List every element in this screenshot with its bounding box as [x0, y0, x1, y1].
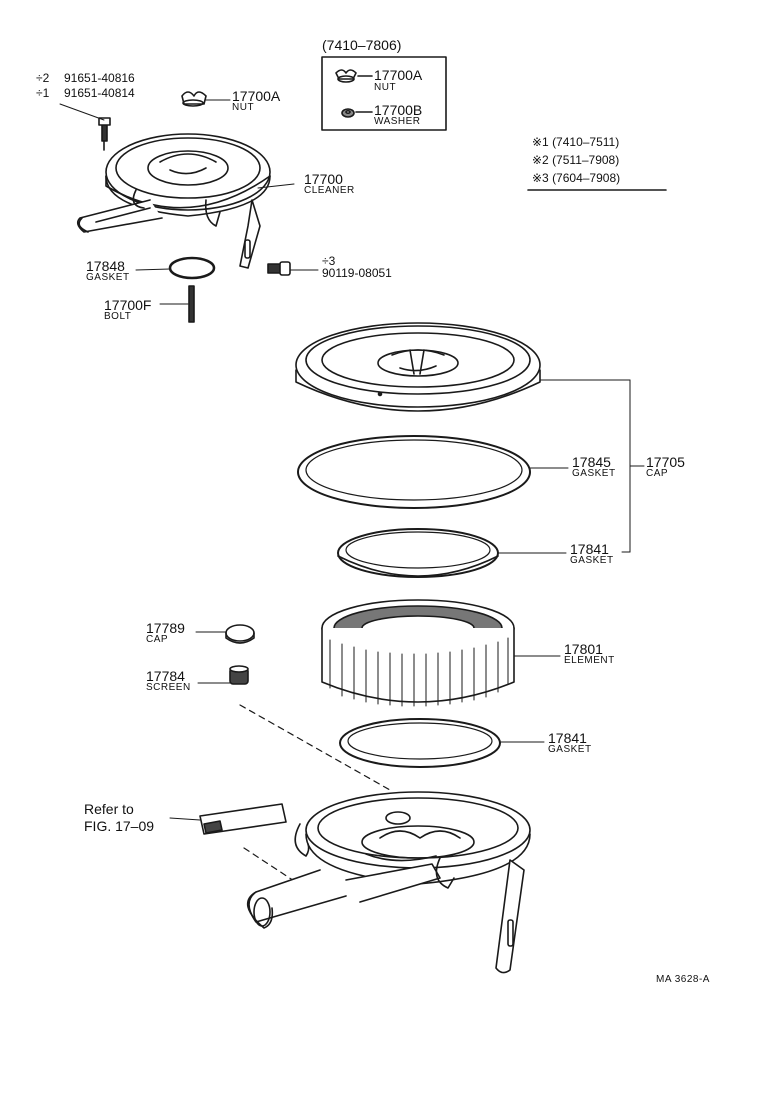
stud-bolt-icon [159, 285, 195, 323]
inset-nut-name: NUT [374, 82, 397, 93]
small-cap-name: CAP [146, 634, 169, 645]
screen-icon [197, 665, 249, 685]
gasket-17845-icon [297, 435, 569, 509]
bolt-name: BOLT [104, 311, 132, 322]
nut-part: 17700A [232, 88, 281, 104]
screen-part: 17784 [146, 668, 185, 684]
gasket-mid-name: GASKET [570, 555, 614, 566]
element-part: 17801 [564, 641, 603, 657]
small-cap-part: 17789 [146, 620, 185, 636]
gasket-17848-icon [135, 256, 216, 280]
gasket-17841-mid-icon [337, 528, 567, 578]
wing-nut-icon [181, 91, 231, 107]
bolt-code-2: 91651-40816 [64, 71, 135, 85]
header-range: (7410–7806) [322, 37, 402, 53]
gasket-low-part: 17841 [548, 730, 587, 746]
cleaner-part: 17700 [304, 171, 343, 187]
footnote-3: ※3 (7604–7908) [532, 171, 621, 185]
screw-icon [267, 261, 319, 276]
inset-washer-name: WASHER [374, 116, 421, 127]
cleaner-assembly-icon [59, 103, 295, 269]
gasket-mid-part: 17841 [570, 541, 609, 557]
housing-body-icon [246, 791, 531, 974]
diagram-code: MA 3628-A [656, 974, 710, 985]
footnote-1: ※1 (7410–7511) [532, 135, 620, 149]
gasket-top-part: 17848 [86, 258, 125, 274]
gasket-cap-part: 17845 [572, 454, 611, 470]
bolt-code-2-mark: ÷2 [36, 71, 50, 85]
refer-line-1: Refer to [84, 801, 134, 817]
refer-line-2: FIG. 17–09 [84, 818, 155, 834]
gasket-cap-name: GASKET [572, 468, 616, 479]
screw-code: 90119-08051 [322, 266, 392, 280]
wing-nut-inset-icon [335, 69, 357, 83]
inset-box [321, 56, 447, 131]
gasket-low-name: GASKET [548, 744, 592, 755]
washer-inset-icon [341, 108, 355, 118]
cap-lid-icon [295, 322, 541, 412]
small-cap-icon [195, 624, 255, 644]
nut-name: NUT [232, 102, 255, 113]
reference-plate-icon [169, 803, 287, 835]
screen-name: SCREEN [146, 682, 191, 693]
inset-washer-part: 17700B [374, 102, 423, 118]
screw-mark: ÷3 [322, 254, 336, 268]
cleaner-name: CLEANER [304, 185, 355, 196]
bolt-code-1-mark: ÷1 [36, 86, 50, 100]
filter-element-icon [321, 599, 561, 707]
cap-assy-part: 17705 [646, 454, 685, 470]
gasket-17841-low-icon [339, 718, 545, 768]
cap-assy-name: CAP [646, 468, 669, 479]
bolt-code-1: 91651-40814 [64, 86, 135, 100]
gasket-top-name: GASKET [86, 272, 130, 283]
footnote-2: ※2 (7511–7908) [532, 153, 620, 167]
element-name: ELEMENT [564, 655, 615, 666]
bolt-part: 17700F [104, 297, 152, 313]
inset-nut-part: 17700A [374, 67, 423, 83]
